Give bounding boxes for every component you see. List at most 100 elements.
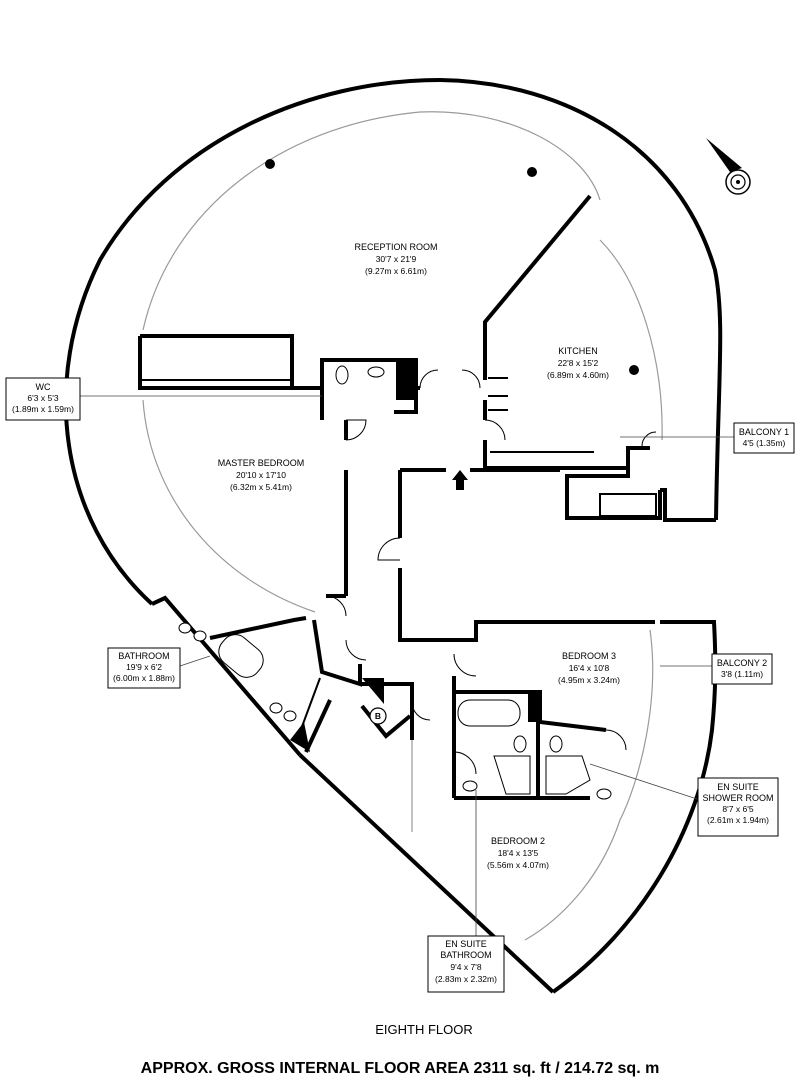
kitchen-name: KITCHEN [558, 346, 598, 356]
lobby-block [362, 678, 384, 704]
bedroom-2-outer-wall [298, 753, 555, 994]
master-door [325, 595, 347, 617]
kitchen-unit [599, 493, 657, 517]
boiler-label: B [375, 711, 381, 721]
shower-tray-2 [545, 755, 591, 795]
column-3 [629, 365, 639, 375]
glazing-bedroom3 [619, 629, 654, 821]
corridor-door [377, 537, 401, 561]
shower-tray-1 [493, 755, 531, 795]
ensuite-bath-door [453, 751, 477, 775]
wc-name: WC [36, 382, 51, 392]
reception-imperial: 30'7 x 21'9 [376, 254, 417, 264]
kitchen-door [484, 419, 506, 441]
bath-basin-1 [178, 622, 192, 634]
glazing-master [142, 399, 316, 613]
glazing-bedroom2 [524, 819, 621, 941]
kitchen-lower-walls [565, 446, 662, 520]
callouts: WC 6'3 x 5'3 (1.89m x 1.59m) BALCONY 1 4… [5, 377, 795, 993]
ensuite-basin [462, 780, 478, 792]
outer-walls [63, 77, 723, 994]
wc-walls [292, 358, 418, 414]
balcony-1-dim: 4'5 (1.35m) [743, 438, 786, 448]
floor-name: EIGHTH FLOOR [375, 1022, 473, 1037]
master-bedroom-metric: (6.32m x 5.41m) [230, 482, 292, 492]
bedroom2-door [411, 701, 431, 721]
outer-curved-wall [63, 77, 723, 606]
reception-name: RECEPTION ROOM [354, 242, 437, 252]
ensuite-shower-metric: (2.61m x 1.94m) [707, 815, 769, 825]
wc-toilet [335, 365, 349, 385]
corridor-walls [326, 420, 348, 598]
ensuite-column [528, 692, 540, 722]
glazing-reception [142, 111, 601, 331]
lobby-walls [360, 682, 414, 740]
ensuite-bath-name-1: EN SUITE [445, 939, 487, 949]
bathroom-block [290, 722, 310, 752]
double-door [419, 369, 481, 389]
bedroom-2-name: BEDROOM 2 [491, 836, 545, 846]
bedroom-2-imperial: 18'4 x 13'5 [498, 848, 539, 858]
wc-metric: (1.89m x 1.59m) [12, 404, 74, 414]
kitchen-imperial: 22'8 x 15'2 [558, 358, 599, 368]
balcony-1-edge [660, 488, 716, 522]
balcony-2-callout [711, 653, 773, 685]
ensuite-shower-name-2: SHOWER ROOM [703, 793, 774, 803]
bathroom-metric: (6.00m x 1.88m) [113, 673, 175, 683]
master-bedroom-imperial: 20'10 x 17'10 [236, 470, 286, 480]
floor-area: APPROX. GROSS INTERNAL FLOOR AREA 2311 s… [141, 1060, 660, 1077]
bathroom-imperial: 19'9 x 6'2 [126, 662, 162, 672]
balcony-2-dim: 3'8 (1.11m) [721, 669, 763, 679]
kitchen-corridor-wall [416, 368, 487, 390]
balcony-1-callout [733, 422, 795, 454]
bath-bidet [283, 710, 297, 722]
bathroom-leader [179, 655, 211, 667]
column-2 [527, 167, 537, 177]
doors [325, 369, 657, 775]
bedroom-3-name: BEDROOM 3 [562, 651, 616, 661]
wc-door [345, 419, 367, 441]
shower-basin [596, 788, 612, 800]
balcony-2-name: BALCONY 2 [717, 658, 767, 668]
reception-metric: (9.27m x 6.61m) [365, 266, 427, 276]
bedroom-2-metric: (5.56m x 4.07m) [487, 860, 549, 870]
bathroom-partition [299, 677, 321, 733]
bathroom-outer-wall [151, 595, 302, 757]
bath-toilet [269, 702, 283, 714]
kitchen-metric: (6.89m x 4.60m) [547, 370, 609, 380]
wc-basin [367, 366, 385, 378]
bath-tub [218, 634, 264, 678]
ensuite-shower-imperial: 8'7 x 6'5 [722, 804, 753, 814]
bedroom3-door [453, 653, 477, 677]
room-labels: RECEPTION ROOM 30'7 x 21'9 (9.27m x 6.61… [218, 242, 620, 870]
wc-callout [5, 377, 81, 421]
bath-basin-2 [193, 630, 207, 642]
bath-door [345, 639, 367, 661]
compass-icon [706, 138, 751, 195]
ensuite-bath-callout [427, 935, 505, 993]
bathroom-callout [107, 647, 181, 689]
bedroom-3-metric: (4.95m x 3.24m) [558, 675, 620, 685]
wc-imperial: 6'3 x 5'3 [27, 393, 58, 403]
balcony-1-name: BALCONY 1 [739, 427, 789, 437]
ensuite-tub [457, 699, 521, 727]
fixtures [178, 159, 657, 800]
master-bedroom-name: MASTER BEDROOM [218, 458, 305, 468]
interior-walls [138, 194, 655, 800]
riser-block [396, 360, 416, 400]
column-1 [265, 159, 275, 169]
balcony1-door [641, 431, 657, 447]
glazing-kitchen [599, 239, 663, 441]
kitchen-bottom-wall [485, 446, 650, 470]
ensuite-shower-name-1: EN SUITE [717, 782, 759, 792]
bathroom-name: BATHROOM [118, 651, 169, 661]
boiler-marker [369, 707, 387, 725]
ensuite-bath-imperial: 9'4 x 7'8 [450, 962, 481, 972]
entrance-arrow [452, 470, 468, 490]
shower-toilet [549, 735, 563, 753]
ensuite-bath-metric: (2.83m x 2.32m) [435, 974, 497, 984]
ensuite-shower-callout [697, 777, 779, 837]
ensuite-bath-name-2: BATHROOM [440, 950, 491, 960]
bedroom-3-imperial: 16'4 x 10'8 [569, 663, 610, 673]
